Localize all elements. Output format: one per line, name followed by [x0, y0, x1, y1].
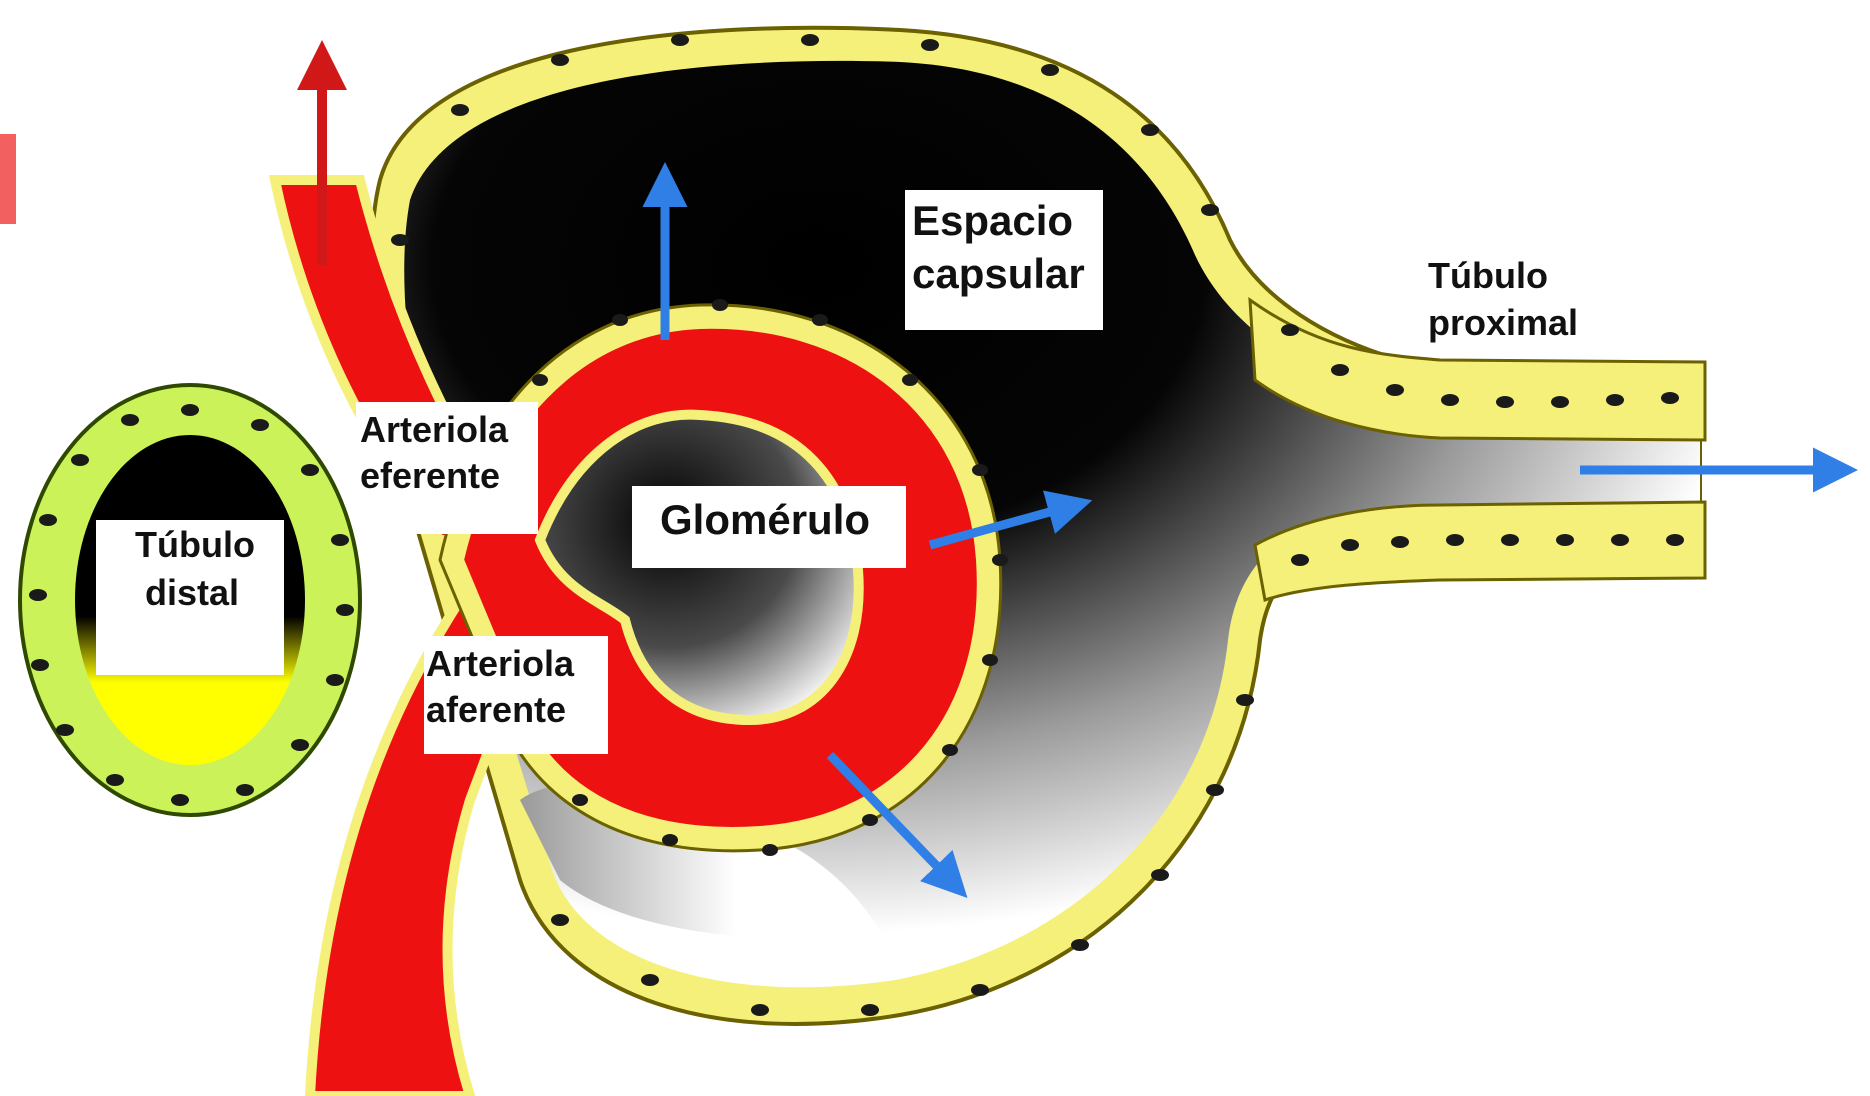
label-line-2: aferente [426, 689, 566, 730]
red-edge-tab [0, 134, 16, 224]
label-glomerulo: Glomérulo [632, 486, 906, 568]
label-line-1: Arteriola [360, 409, 509, 450]
label-tubulo-proximal: Túbulo proximal [1428, 255, 1578, 343]
label-text: Glomérulo [660, 496, 870, 543]
label-line-1: Arteriola [426, 643, 575, 684]
label-arteriola-eferente: Arteriola eferente [356, 402, 538, 534]
label-line-2: capsular [912, 250, 1085, 297]
label-line-2: proximal [1428, 302, 1578, 343]
label-espacio-capsular: Espacio capsular [905, 190, 1103, 330]
label-tubulo-distal: Túbulo distal [96, 520, 284, 675]
label-line-1: Espacio [912, 197, 1073, 244]
label-line-2: eferente [360, 455, 500, 496]
label-line-1: Túbulo [1428, 255, 1548, 296]
label-arteriola-aferente: Arteriola aferente [424, 636, 608, 754]
label-line-1: Túbulo [135, 524, 255, 565]
label-line-2: distal [145, 572, 239, 613]
